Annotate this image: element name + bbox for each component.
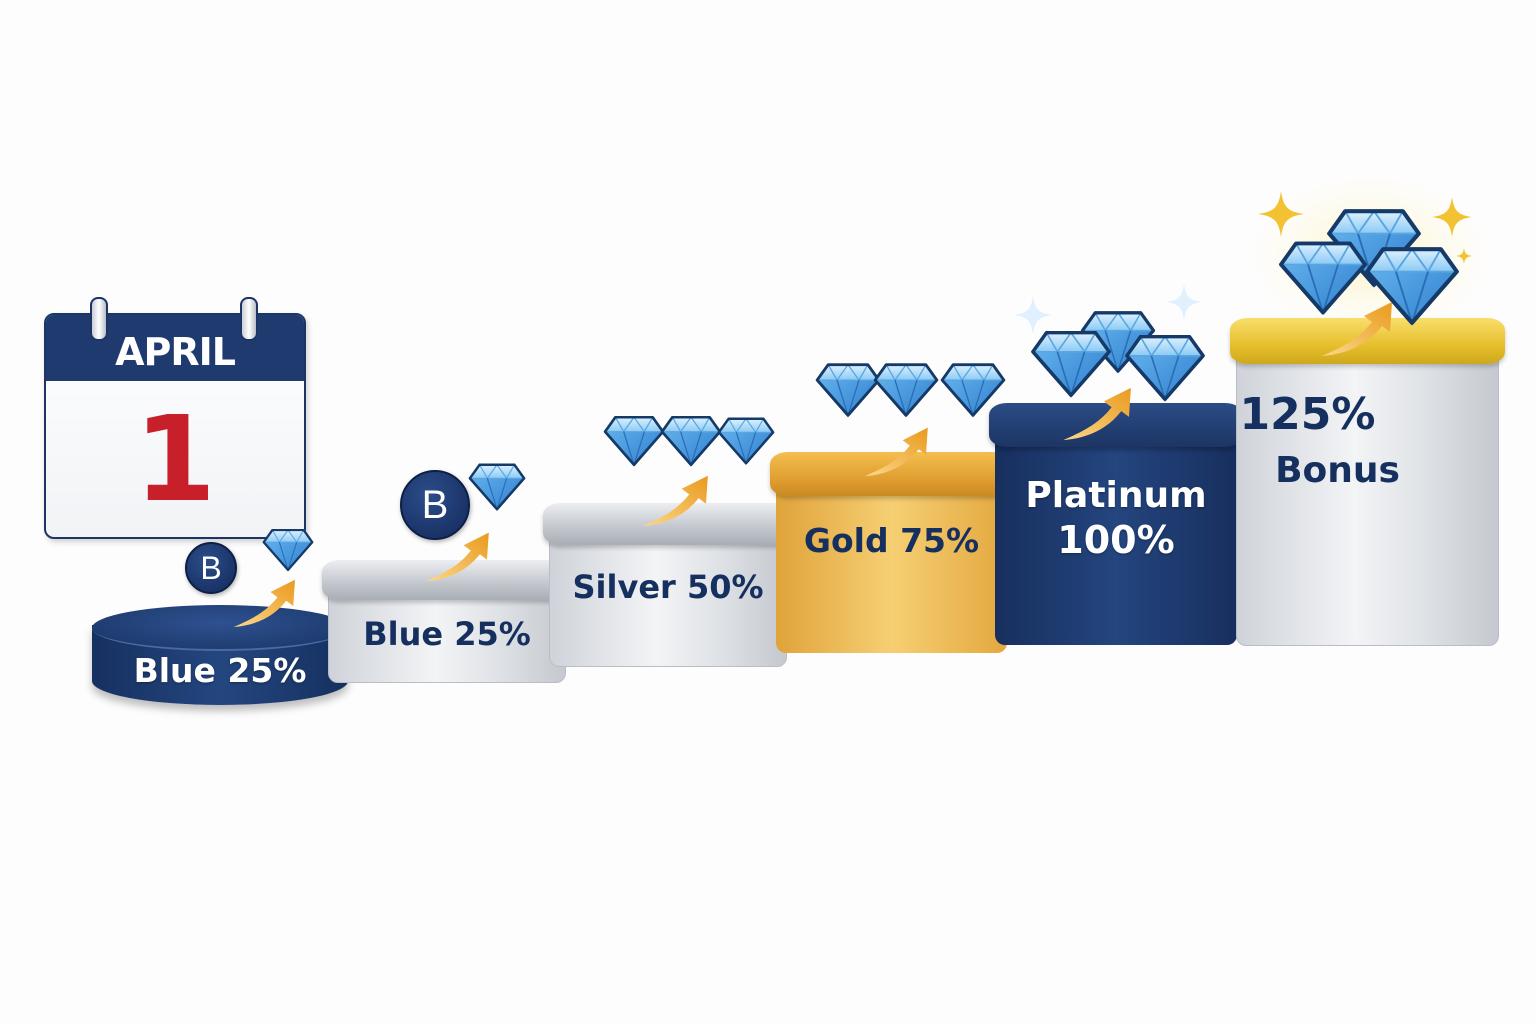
calendar-page: APRIL 1 (44, 313, 306, 539)
tier-step-platinum: Platinum 100% (989, 403, 1243, 645)
curved-up-arrow-icon (424, 528, 496, 584)
diamond-icon (603, 415, 665, 467)
sparkle-icon (1258, 188, 1304, 240)
calendar-month: APRIL (115, 330, 236, 374)
diamond-icon (815, 362, 881, 418)
tier-label-line1: 125% (1239, 389, 1376, 440)
tier-label: Silver 50% (572, 568, 764, 606)
step-lid (770, 452, 1013, 496)
calendar-day: 1 (133, 390, 217, 528)
diamond-icon (262, 528, 314, 572)
step-lid (322, 560, 572, 600)
badge-letter: B (421, 482, 449, 527)
sparkle-icon (1166, 284, 1202, 320)
tier-label-line2: 100% (1057, 518, 1175, 562)
calendar-header: APRIL (46, 315, 304, 381)
curved-up-arrow-icon (862, 424, 936, 478)
diamond-icon (468, 462, 526, 512)
tier-label-line1: Platinum (1025, 475, 1207, 516)
step-body (776, 468, 1007, 653)
curved-up-arrow-icon (232, 575, 302, 630)
b-badge-icon: B (400, 470, 470, 540)
step-lid (543, 503, 793, 545)
calendar: APRIL 1 (44, 297, 306, 539)
diamond-icon (717, 415, 775, 467)
tier-label: Gold 75% (803, 521, 980, 560)
tier-step-blue-silver: Blue 25% (322, 560, 572, 683)
tier-step-silver: Silver 50% (543, 503, 793, 667)
badge-letter: B (200, 549, 222, 586)
step-lid (1230, 318, 1505, 364)
disc-top (92, 605, 348, 651)
tier-label: Blue 25% (363, 615, 531, 653)
curved-up-arrow-icon (640, 472, 716, 528)
tier-step-gold: Gold 75% (770, 452, 1013, 653)
curved-up-arrow-icon (1320, 296, 1400, 360)
diamond-icon (873, 362, 939, 418)
sparkle-icon (1014, 296, 1052, 334)
diamond-icon (660, 415, 722, 467)
step-body (995, 419, 1237, 645)
tier-step-blue-disc: Blue 25% (92, 605, 348, 705)
tier-step-bonus: 125% Bonus (1230, 318, 1505, 646)
step-body (1236, 338, 1499, 646)
sparkle-icon (1432, 192, 1472, 242)
calendar-ring-icon (90, 297, 108, 341)
b-badge-icon: B (185, 542, 237, 594)
tier-label-line2: Bonus (1275, 450, 1400, 491)
calendar-ring-icon (240, 297, 258, 341)
tier-label: Blue 25% (133, 651, 307, 690)
